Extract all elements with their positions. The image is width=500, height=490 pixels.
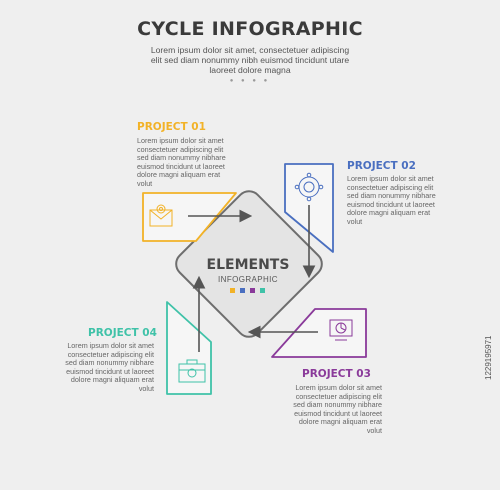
project-03-title: PROJECT 03 [302,368,371,380]
center-subtitle: INFOGRAPHIC [218,275,278,284]
project-04-shape [166,301,212,395]
project-03-shape [271,308,367,358]
money-briefcase-icon [178,359,206,383]
presentation-chart-icon [329,319,353,341]
page-title: CYCLE INFOGRAPHIC [137,18,363,40]
project-02-body: Lorem ipsum dolor sit amet consectetuer … [347,174,436,226]
pagination-dots: ● ● ● ● [229,78,271,84]
color-square-teal [260,288,265,293]
project-02-title: PROJECT 02 [347,160,416,172]
project-01-title: PROJECT 01 [137,121,206,133]
project-03-body: Lorem ipsum dolor sit amet consectetuer … [293,383,382,435]
center-title: ELEMENTS [206,257,290,273]
project-04-title: PROJECT 04 [88,327,157,339]
color-square-yellow [230,288,235,293]
color-square-blue [240,288,245,293]
gear-network-icon [294,172,324,202]
envelope-gear-icon [149,204,173,227]
project-01-shape [142,192,237,242]
project-04-body: Lorem ipsum dolor sit amet consectetuer … [65,341,154,393]
project-01-body: Lorem ipsum dolor sit amet consectetuer … [137,136,226,188]
color-square-purple [250,288,255,293]
stock-id: 1229195971 [484,335,493,381]
page-subtitle: Lorem ipsum dolor sit amet, consectetuer… [150,45,350,76]
